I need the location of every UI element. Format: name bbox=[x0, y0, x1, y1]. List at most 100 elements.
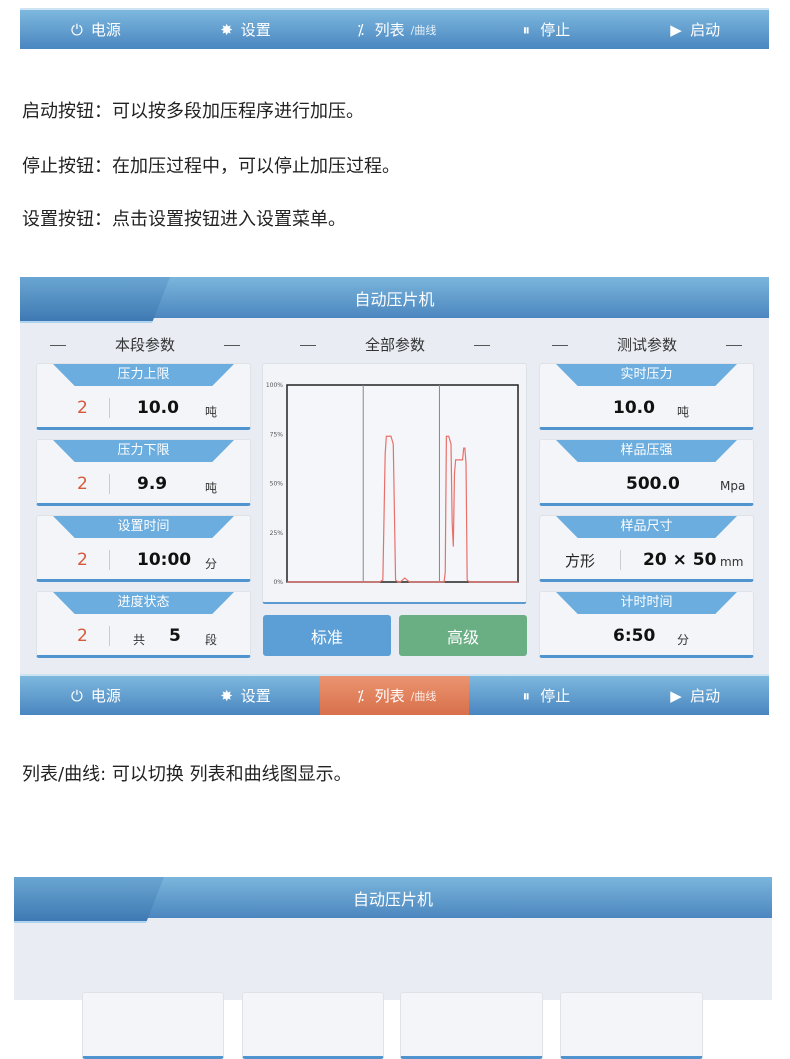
test-param-card: 计时时间 6:50 分 bbox=[539, 591, 754, 658]
y-tick-label: 0% bbox=[273, 579, 283, 586]
card-value[interactable]: 10.0 bbox=[137, 398, 179, 418]
segment-index: 2 bbox=[77, 626, 88, 646]
nav-pause-button[interactable]: ⏸ 停止 bbox=[469, 676, 619, 715]
nav-power-button[interactable]: ⏻ 电源 bbox=[20, 676, 170, 715]
nav-label: 设置 bbox=[240, 687, 271, 705]
card-value: 500.0 bbox=[626, 474, 680, 494]
play-icon: ▶ bbox=[670, 686, 682, 705]
divider bbox=[109, 550, 110, 570]
nav-label: 停止 bbox=[540, 21, 571, 39]
card-row: 500.0 Mpa bbox=[540, 470, 753, 500]
nav-label: 设置 bbox=[240, 21, 271, 39]
segment-index: 2 bbox=[77, 474, 88, 494]
card-label: 进度状态 bbox=[53, 592, 234, 614]
card-row: 2 10.0 吨 bbox=[37, 394, 250, 424]
advanced-button[interactable]: 高级 bbox=[399, 615, 527, 656]
nav-play-button[interactable]: ▶ 启动 bbox=[619, 10, 769, 49]
standard-button[interactable]: 标准 bbox=[263, 615, 391, 656]
nav-sublabel: /曲线 bbox=[410, 23, 437, 37]
list-curve-icon: ⁒ bbox=[357, 686, 364, 705]
plot-area bbox=[286, 384, 519, 583]
segment-params-title: 本段参数 bbox=[50, 334, 240, 355]
nav-label: 列表 bbox=[374, 687, 405, 705]
pressure-curve bbox=[287, 435, 518, 583]
pause-icon: ⏸ bbox=[522, 686, 531, 705]
nav-label: 列表 bbox=[374, 21, 405, 39]
card-label: 实时压力 bbox=[556, 364, 737, 386]
card-unit: 分 bbox=[677, 633, 690, 647]
card-placeholder bbox=[82, 992, 224, 1059]
power-icon: ⏻ bbox=[70, 686, 83, 705]
divider bbox=[109, 398, 110, 418]
nav-label: 停止 bbox=[540, 687, 571, 705]
card-label: 样品压强 bbox=[556, 440, 737, 462]
start-description: 启动按钮：可以按多段加压程序进行加压。 bbox=[22, 101, 364, 122]
gear-icon: ✸ bbox=[220, 686, 233, 705]
card-unit: Mpa bbox=[720, 479, 746, 493]
card-value[interactable]: 5 bbox=[169, 626, 181, 646]
card-value: 6:50 bbox=[613, 626, 656, 646]
segment-index: 2 bbox=[77, 398, 88, 418]
card-unit: 吨 bbox=[205, 405, 218, 419]
segment-index: 2 bbox=[77, 550, 88, 570]
card-row: 2 共 5 段 bbox=[37, 622, 250, 652]
card-label: 设置时间 bbox=[53, 516, 234, 538]
card-unit: 吨 bbox=[677, 405, 690, 419]
card-label: 样品尺寸 bbox=[556, 516, 737, 538]
all-params-title: 全部参数 bbox=[300, 334, 490, 355]
divider bbox=[109, 474, 110, 494]
card-placeholder bbox=[560, 992, 703, 1059]
top-nav-bar: ⏻ 电源 ✸ 设置 ⁒ 列表/曲线 ⏸ 停止 ▶ 启动 bbox=[20, 8, 769, 49]
nav-list-curve-button[interactable]: ⁒ 列表/曲线 bbox=[319, 676, 470, 715]
nav-label: 启动 bbox=[690, 21, 721, 39]
segment-param-card: 压力上限 2 10.0 吨 bbox=[36, 363, 251, 430]
nav-power-button[interactable]: ⏻ 电源 bbox=[20, 10, 170, 49]
card-value: 20 × 50 bbox=[643, 550, 717, 570]
list-curve-icon: ⁒ bbox=[357, 20, 364, 39]
test-param-card: 实时压力 10.0 吨 bbox=[539, 363, 754, 430]
card-label: 计时时间 bbox=[556, 592, 737, 614]
nav-label: 电源 bbox=[90, 687, 121, 705]
nav-label: 电源 bbox=[90, 21, 121, 39]
pressure-chart: 100%75%50%25%0% bbox=[266, 382, 519, 586]
press-panel-2: 自动压片机 bbox=[14, 877, 772, 1059]
test-params-title: 测试参数 bbox=[552, 334, 742, 355]
card-value[interactable]: 9.9 bbox=[137, 474, 168, 494]
chart-box: 100%75%50%25%0% bbox=[262, 363, 527, 604]
card-prefix: 共 bbox=[133, 633, 146, 647]
nav-gear-button[interactable]: ✸ 设置 bbox=[170, 676, 320, 715]
bottom-nav-bar: ⏻ 电源 ✸ 设置 ⁒ 列表/曲线 ⏸ 停止 ▶ 启动 bbox=[20, 674, 769, 715]
divider bbox=[109, 626, 110, 646]
card-unit: 段 bbox=[205, 633, 218, 647]
nav-sublabel: /曲线 bbox=[410, 689, 437, 703]
sample-shape: 方形 bbox=[565, 552, 596, 570]
y-tick-label: 50% bbox=[270, 481, 284, 488]
nav-label: 启动 bbox=[690, 687, 721, 705]
panel-title: 自动压片机 bbox=[354, 289, 435, 309]
divider bbox=[620, 550, 621, 570]
pause-icon: ⏸ bbox=[522, 20, 531, 39]
gear-icon: ✸ bbox=[220, 20, 233, 39]
nav-gear-button[interactable]: ✸ 设置 bbox=[170, 10, 320, 49]
card-unit: mm bbox=[720, 555, 744, 569]
nav-pause-button[interactable]: ⏸ 停止 bbox=[469, 10, 619, 49]
card-row: 6:50 分 bbox=[540, 622, 753, 652]
power-icon: ⏻ bbox=[70, 20, 83, 39]
play-icon: ▶ bbox=[670, 20, 682, 39]
list-curve-caption: 列表/曲线: 可以切换 列表和曲线图显示。 bbox=[22, 764, 352, 785]
card-label: 压力上限 bbox=[53, 364, 234, 386]
card-placeholder bbox=[242, 992, 384, 1059]
nav-play-button[interactable]: ▶ 启动 bbox=[619, 676, 769, 715]
card-value[interactable]: 10:00 bbox=[137, 550, 192, 570]
settings-description: 设置按钮：点击设置按钮进入设置菜单。 bbox=[22, 209, 346, 230]
nav-list-curve-button[interactable]: ⁒ 列表/曲线 bbox=[320, 10, 470, 49]
card-value: 10.0 bbox=[613, 398, 655, 418]
panel-header-tab bbox=[20, 277, 170, 323]
panel-2-header-tab bbox=[14, 877, 164, 923]
